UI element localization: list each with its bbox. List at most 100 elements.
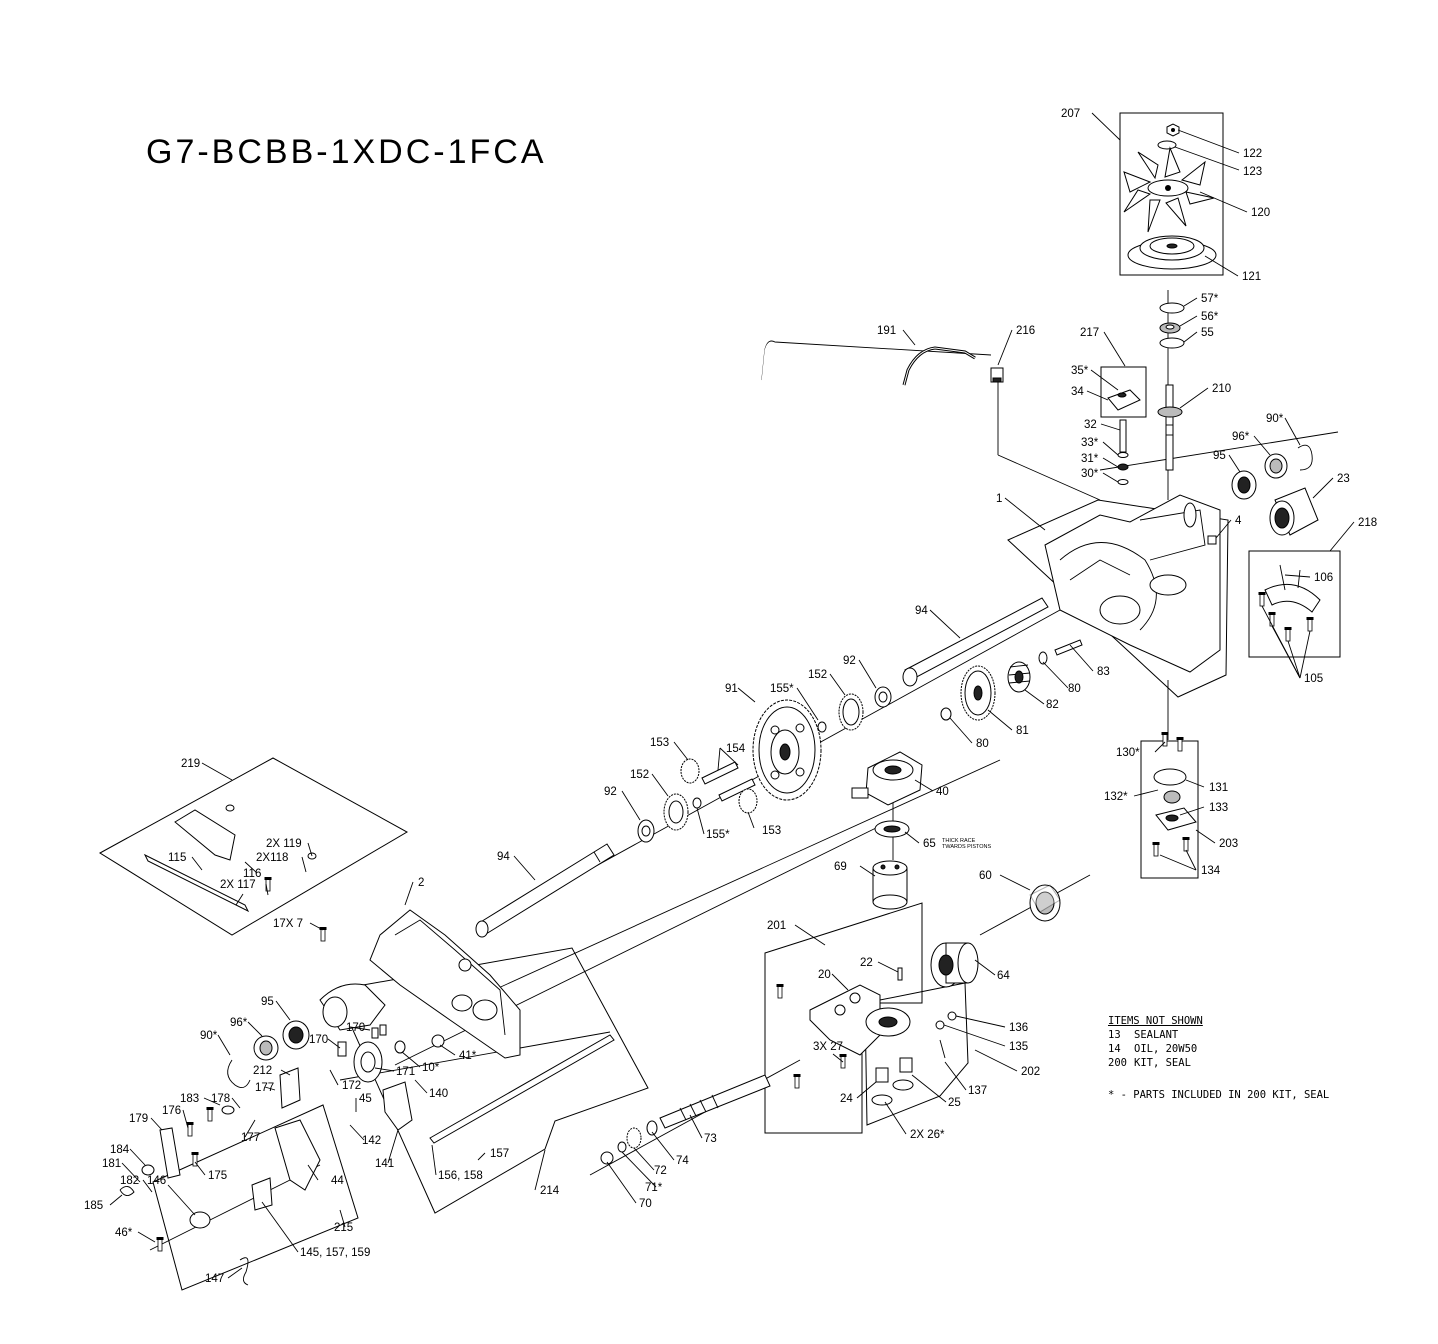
fan-120 bbox=[1123, 146, 1215, 233]
callout-185: 185 bbox=[84, 1200, 103, 1212]
callout-73: 73 bbox=[704, 1133, 717, 1145]
motor-seal-60 bbox=[1029, 884, 1061, 922]
callout-96-top: 96* bbox=[1232, 431, 1250, 443]
cable-191 bbox=[761, 340, 992, 386]
callout-95-top: 95 bbox=[1213, 450, 1226, 462]
thrust-washer-92-lower bbox=[637, 819, 655, 843]
callout-132: 132* bbox=[1104, 791, 1128, 803]
callout-134: 134 bbox=[1201, 865, 1221, 877]
note-towards-pistons: TWARDS PISTONS bbox=[942, 844, 992, 850]
callout-120: 120 bbox=[1251, 207, 1270, 219]
callout-177-b: 177 bbox=[241, 1132, 260, 1144]
axle-94-upper bbox=[902, 597, 1049, 687]
callout-56: 56* bbox=[1201, 311, 1219, 323]
axle-94-lower bbox=[475, 843, 615, 938]
callout-179: 179 bbox=[129, 1113, 148, 1125]
callout-70: 70 bbox=[639, 1198, 652, 1210]
callout-184: 184 bbox=[110, 1144, 130, 1156]
callout-140: 140 bbox=[429, 1088, 448, 1100]
callout-41: 41* bbox=[459, 1050, 477, 1062]
callout-155-lower: 155* bbox=[706, 829, 730, 841]
ring-gear-91 bbox=[752, 699, 822, 801]
callout-171: 171 bbox=[396, 1066, 415, 1078]
callout-201: 201 bbox=[767, 920, 786, 932]
kit-outline-218 bbox=[1248, 550, 1341, 658]
housing-2 bbox=[369, 909, 521, 1059]
callout-92-lower: 92 bbox=[604, 786, 617, 798]
callout-182: 182 bbox=[120, 1175, 139, 1187]
callout-218: 218 bbox=[1358, 517, 1377, 529]
kit-outline-203 bbox=[1140, 740, 1199, 879]
callout-154: 154 bbox=[726, 743, 746, 755]
brake-106 bbox=[1264, 564, 1321, 613]
callout-137: 137 bbox=[968, 1085, 987, 1097]
charge-pump-assembly-203 bbox=[1152, 768, 1197, 857]
ring-55 bbox=[1159, 337, 1185, 349]
callout-71: 71* bbox=[645, 1182, 663, 1194]
callout-72: 72 bbox=[654, 1165, 667, 1177]
seal-96-lower bbox=[253, 1035, 279, 1061]
seal-96-top bbox=[1264, 453, 1288, 479]
bevel-gear-152-lower bbox=[663, 793, 689, 831]
center-section-40 bbox=[851, 751, 923, 806]
callout-176: 176 bbox=[162, 1105, 181, 1117]
callout-170-a: 170 bbox=[346, 1022, 365, 1034]
kit-outline-215 bbox=[152, 1104, 359, 1291]
callout-91: 91 bbox=[725, 683, 738, 695]
spring-185-147 bbox=[119, 1186, 249, 1286]
rod-214 bbox=[429, 1034, 615, 1144]
callout-181: 181 bbox=[102, 1158, 121, 1170]
callout-10: 10* bbox=[422, 1062, 440, 1074]
kit-outline-217 bbox=[1100, 366, 1147, 418]
callout-2x117: 2X 117 bbox=[220, 879, 256, 891]
callout-216: 216 bbox=[1016, 325, 1035, 337]
brake-drum-23 bbox=[1269, 487, 1319, 536]
leader-lines bbox=[109, 112, 1355, 1279]
callout-152-lower: 152 bbox=[630, 769, 649, 781]
brake-arm-141 bbox=[382, 1081, 413, 1131]
callout-145-157-159: 145, 157, 159 bbox=[300, 1247, 370, 1259]
linkage-219-parts bbox=[143, 804, 327, 942]
callout-207: 207 bbox=[1061, 108, 1080, 120]
callout-105: 105 bbox=[1304, 673, 1323, 685]
washer-80-upper bbox=[1038, 651, 1048, 665]
model-number-title: G7-BCBB-1XDC-1FCA bbox=[146, 133, 547, 171]
nut-122 bbox=[1166, 123, 1180, 137]
callout-96-lower: 96* bbox=[230, 1017, 248, 1029]
seal-56 bbox=[1159, 322, 1181, 334]
kit-footnote: * - PARTS INCLUDED IN 200 KIT, SEAL bbox=[1108, 1089, 1330, 1101]
bracket-34 bbox=[1107, 389, 1141, 411]
arm-212 bbox=[279, 1067, 301, 1109]
callout-81: 81 bbox=[1016, 725, 1029, 737]
callout-157: 157 bbox=[490, 1148, 509, 1160]
callout-146: 146 bbox=[147, 1175, 166, 1187]
callout-4: 4 bbox=[1235, 515, 1242, 527]
bearing-95-lower bbox=[282, 1020, 310, 1050]
callout-219: 219 bbox=[181, 758, 200, 770]
callout-2x119: 2X 119 bbox=[266, 838, 302, 850]
thrust-washer-92-upper bbox=[874, 686, 892, 708]
callout-212: 212 bbox=[253, 1065, 272, 1077]
callout-2x118: 2X118 bbox=[256, 852, 288, 864]
input-shaft-210 bbox=[1157, 384, 1183, 471]
callout-215: 215 bbox=[334, 1222, 353, 1234]
callout-122: 122 bbox=[1243, 148, 1262, 160]
callout-3x27: 3X 27 bbox=[813, 1041, 843, 1053]
callout-141: 141 bbox=[375, 1158, 394, 1170]
callout-153-lower: 153 bbox=[762, 825, 781, 837]
brake-assembly-170 bbox=[319, 983, 387, 1039]
callout-55: 55 bbox=[1201, 327, 1214, 339]
callout-177-a: 177 bbox=[255, 1082, 274, 1094]
callout-170-b: 170 bbox=[309, 1034, 328, 1046]
callout-131: 131 bbox=[1209, 782, 1228, 794]
callout-214: 214 bbox=[540, 1185, 560, 1197]
callout-203: 203 bbox=[1219, 838, 1238, 850]
callout-133: 133 bbox=[1209, 802, 1228, 814]
bracket-215 bbox=[156, 1119, 321, 1252]
ring-155-upper bbox=[817, 721, 827, 733]
shaft-83 bbox=[1054, 639, 1083, 656]
callout-156-158: 156, 158 bbox=[438, 1170, 483, 1182]
shaft-32 bbox=[1119, 419, 1127, 453]
